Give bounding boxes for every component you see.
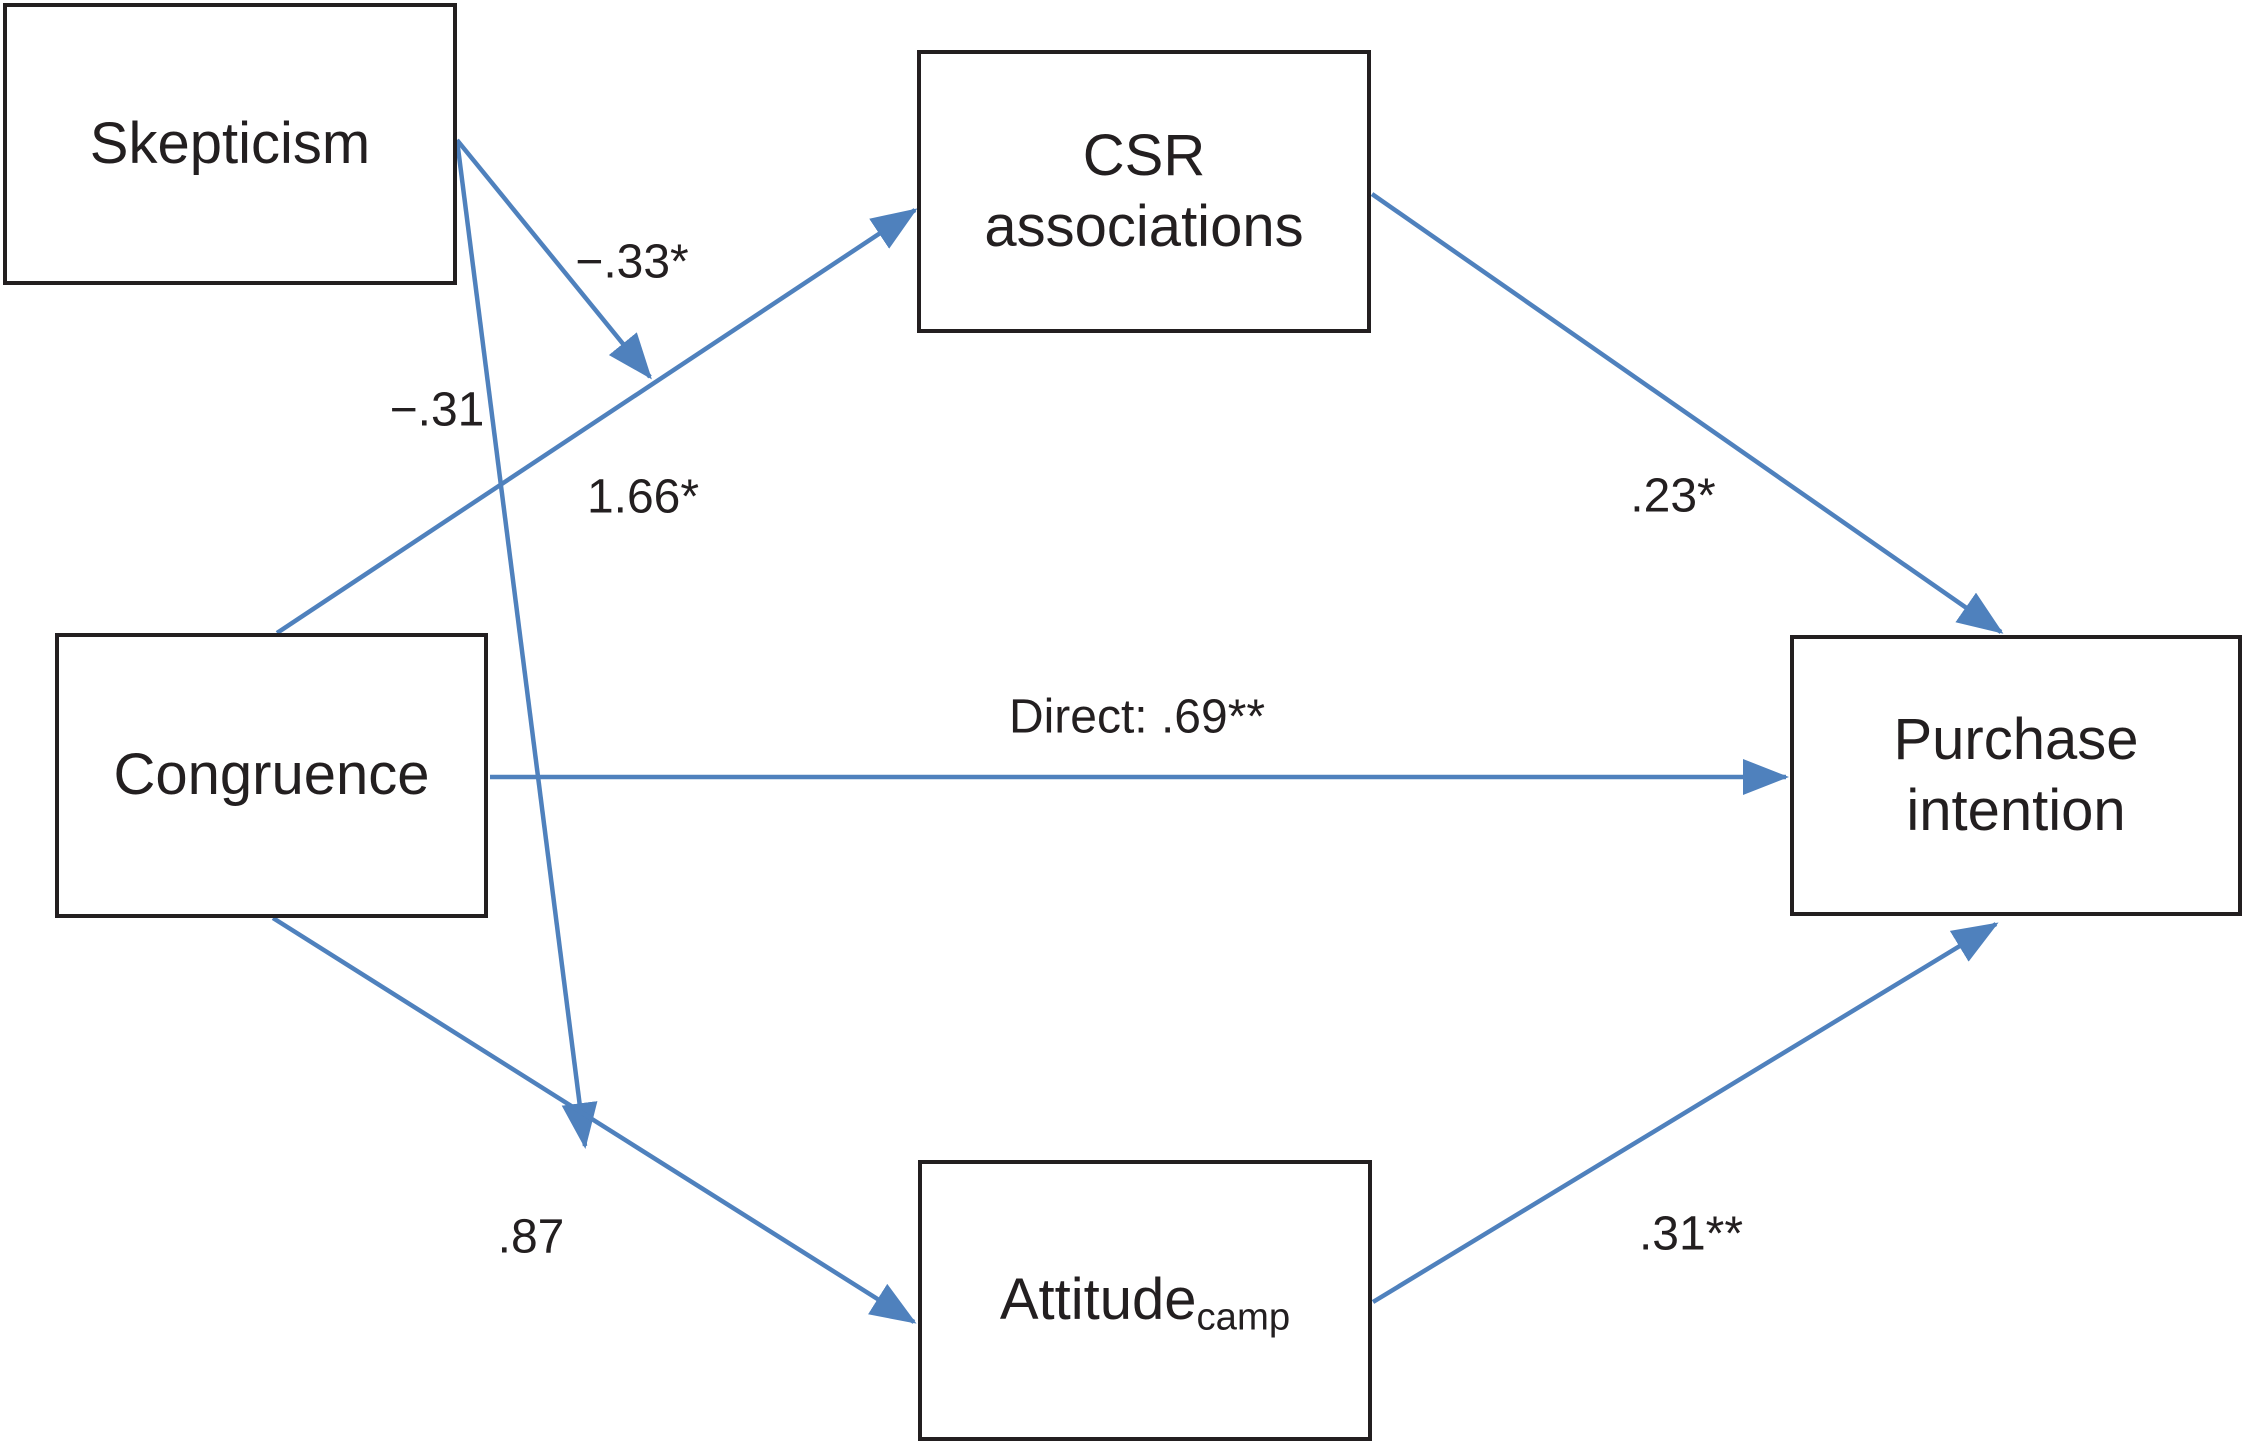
coefficient-skepticism-on-congruence-csr-path: −.33* — [575, 235, 689, 289]
node-attitude-label-main: Attitude — [999, 1266, 1197, 1332]
node-attitude-label-subscript: camp — [1196, 1295, 1291, 1339]
node-skepticism-label: Skepticism — [89, 110, 371, 176]
node-attitude-camp: Attitudecamp — [918, 1160, 1372, 1441]
node-csr-associations: CSR associations — [917, 50, 1371, 333]
node-purchase-intention: Purchase intention — [1790, 635, 2242, 916]
arrow-skepticism-to-congruence-attitude-path — [454, 139, 598, 1149]
coefficient-skepticism-on-congruence-attitude-path: −.31 — [389, 383, 485, 437]
coefficient-congruence-to-attitude: .87 — [497, 1210, 565, 1264]
coefficient-csr-to-purchase: .23* — [1630, 469, 1716, 523]
coefficient-congruence-to-csr: 1.66* — [586, 470, 700, 524]
arrow-congruence-to-attitude — [271, 916, 917, 1324]
arrow-congruence-to-csr — [275, 208, 918, 635]
coefficient-attitude-to-purchase: .31** — [1638, 1207, 1744, 1261]
node-purchase-label-line2: intention — [1906, 777, 2126, 843]
node-congruence-label: Congruence — [113, 742, 430, 808]
node-skepticism: Skepticism — [3, 3, 457, 285]
node-attitude-label: Attitudecamp — [1000, 1265, 1290, 1337]
node-congruence: Congruence — [55, 633, 488, 918]
arrow-skepticism-to-congruence-csr-path — [455, 138, 652, 380]
node-csr-label-line1: CSR — [1082, 122, 1206, 188]
node-purchase-label-line1: Purchase — [1893, 706, 2139, 772]
coefficient-congruence-to-purchase-direct: Direct: .69** — [1008, 690, 1266, 744]
arrow-csr-to-purchase — [1370, 192, 2004, 634]
node-csr-label-line2: associations — [984, 193, 1304, 259]
arrow-attitude-to-purchase — [1371, 922, 1999, 1304]
